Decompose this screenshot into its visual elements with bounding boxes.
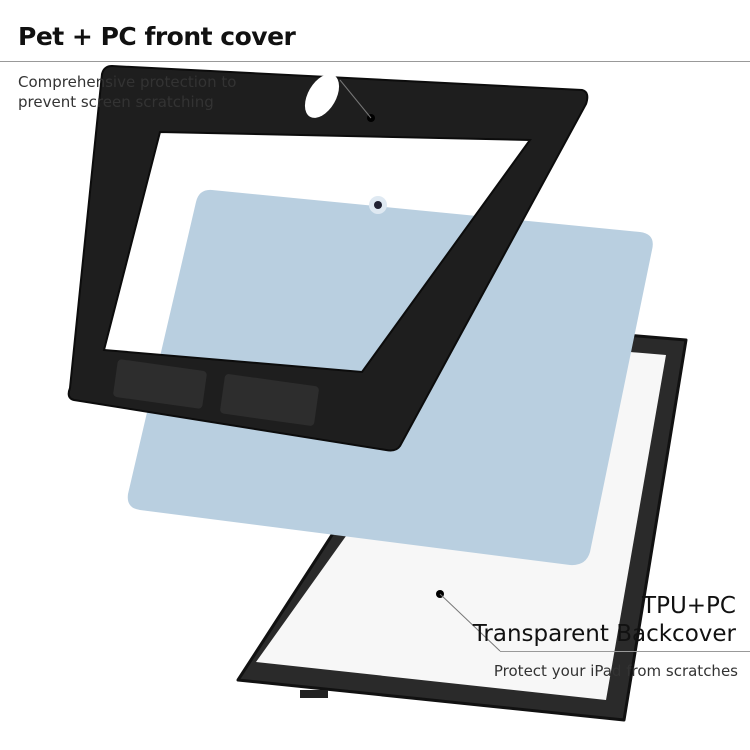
camera-cutout — [304, 74, 340, 118]
description-line: prevent screen scratching — [18, 93, 214, 111]
divider — [0, 61, 750, 62]
front-cover-description: Comprehensive protection to prevent scre… — [18, 72, 236, 112]
back-cover-title-line1: TPU+PC — [642, 593, 736, 619]
back-cover-title-line2: Transparent Backcover — [472, 621, 736, 647]
port-cutout — [300, 690, 328, 698]
front-cover-title: Pet + PC front cover — [18, 22, 296, 51]
front-cover-frame — [67, 64, 589, 452]
back-cover-description: Protect your iPad from scratches — [493, 662, 738, 680]
divider — [500, 651, 750, 652]
description-line: Comprehensive protection to — [18, 73, 237, 91]
